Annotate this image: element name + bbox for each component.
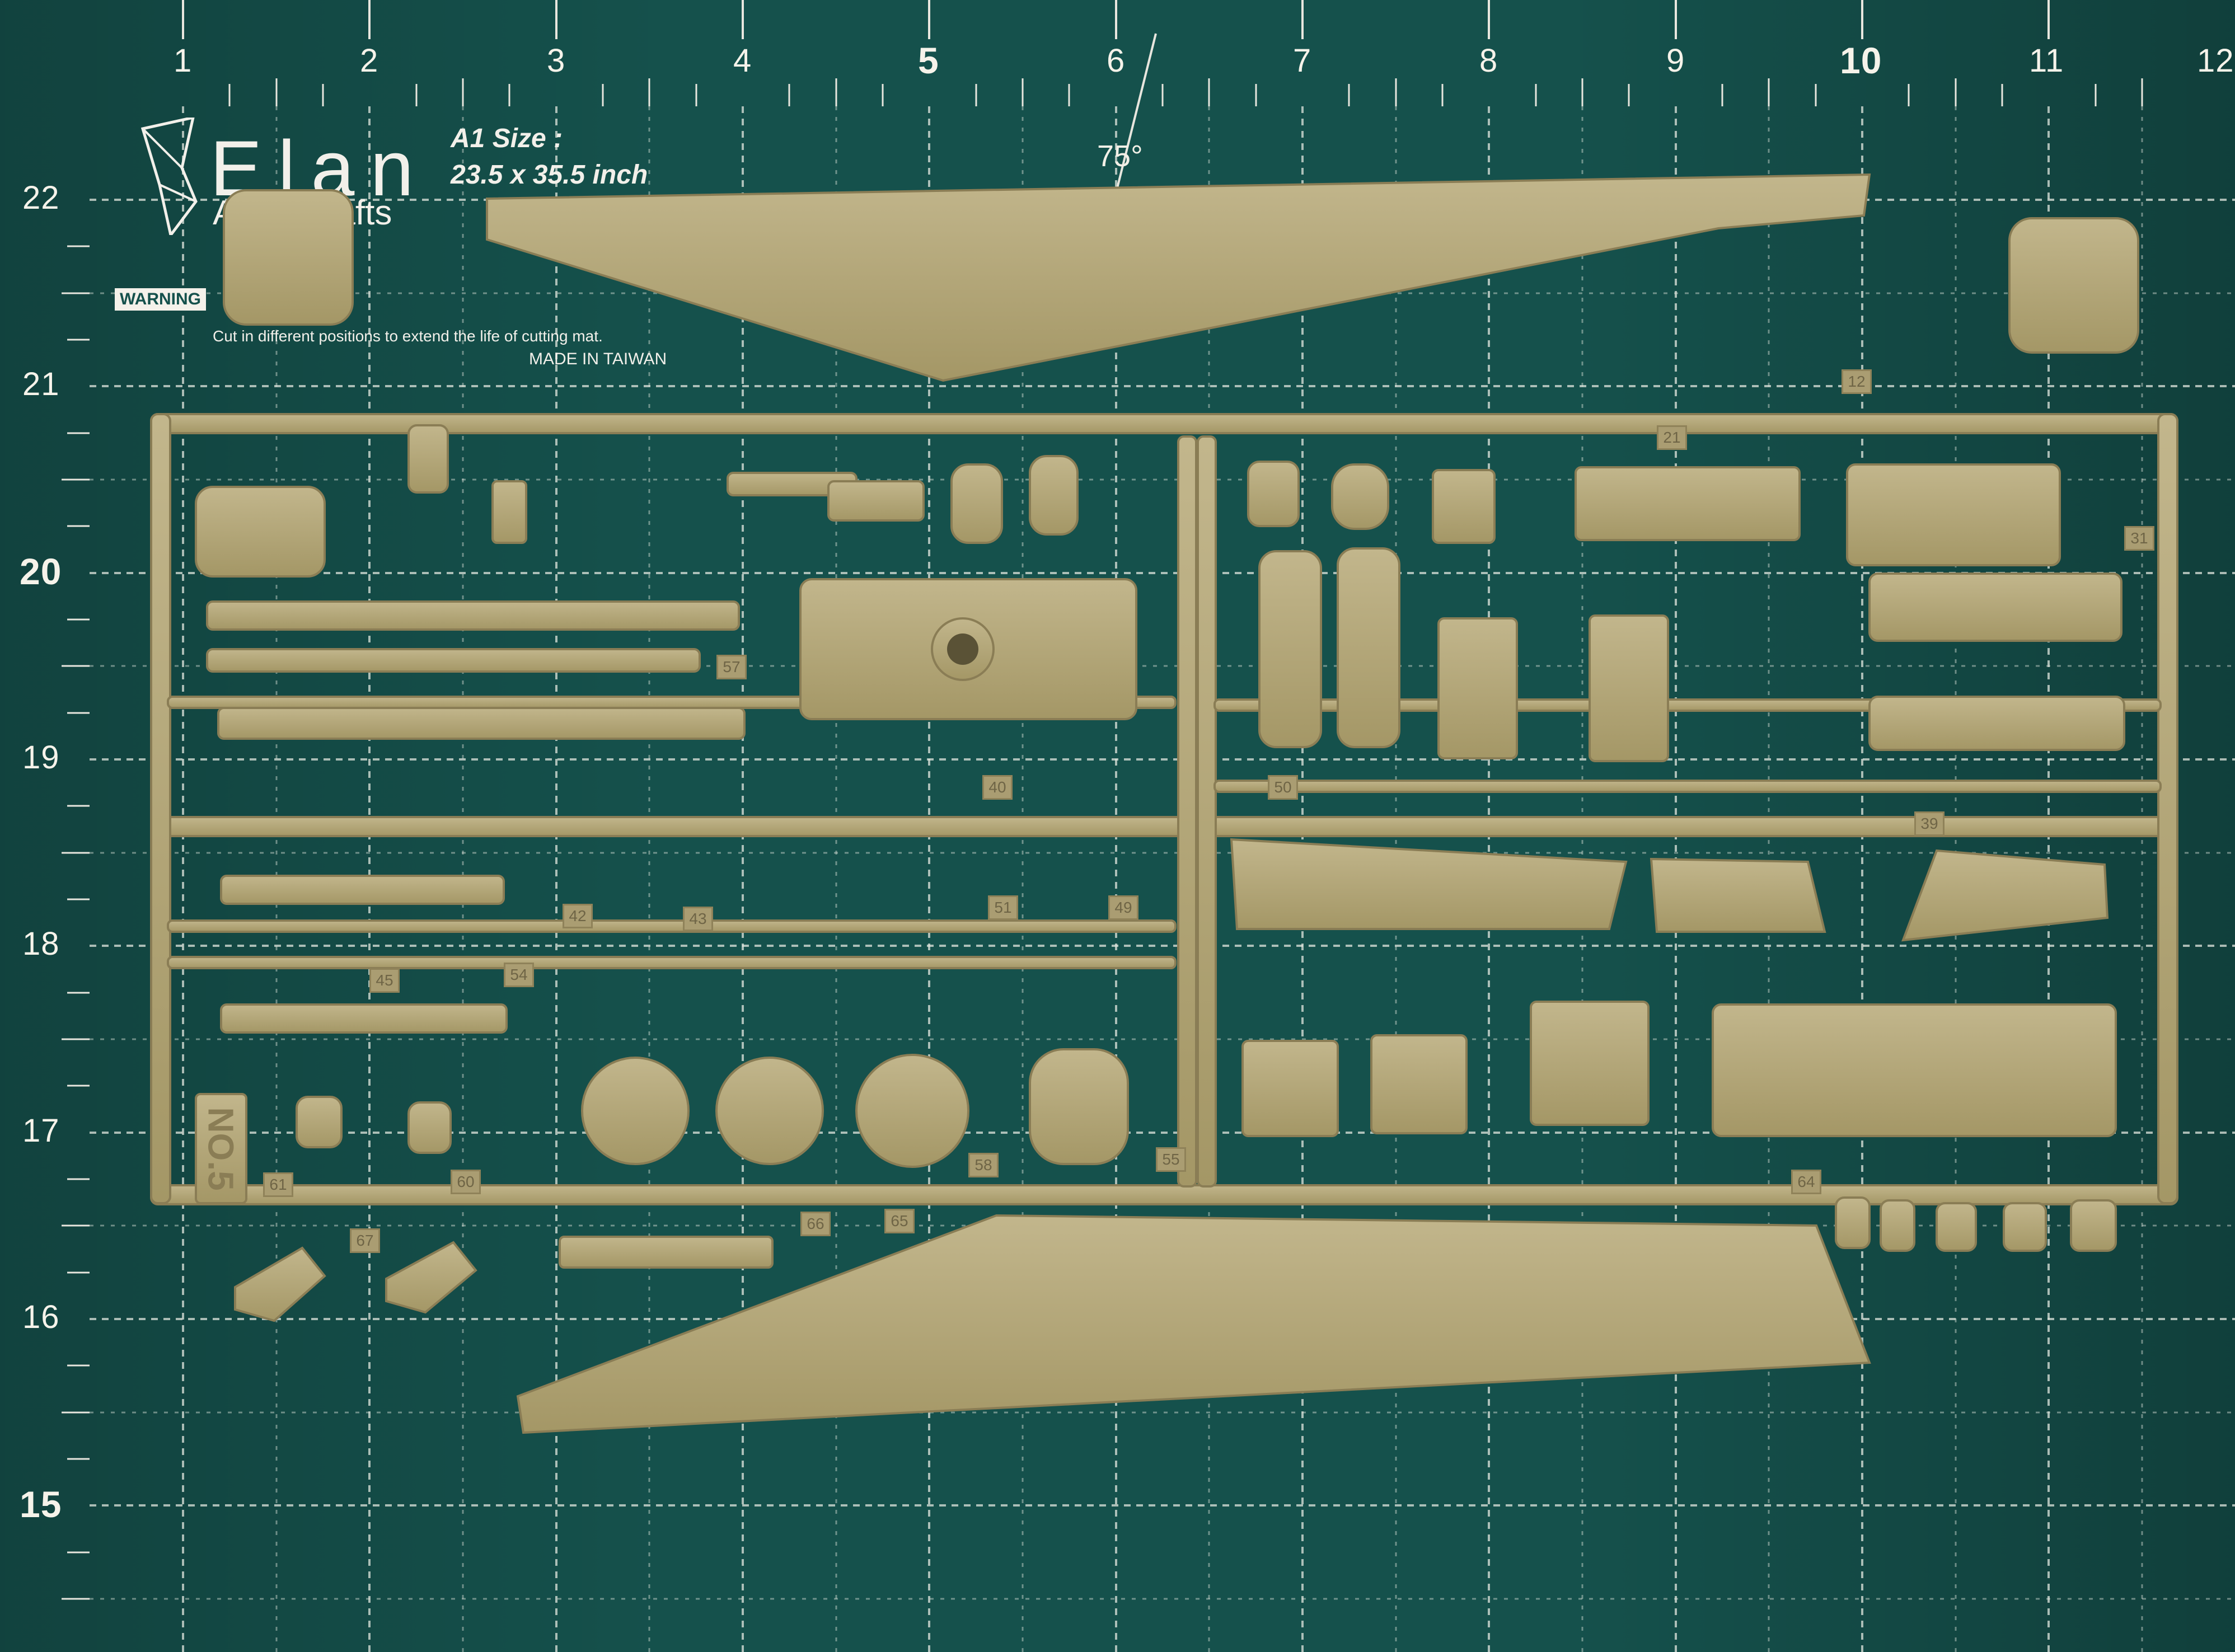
ruler-left-15: 15	[20, 1484, 62, 1525]
ruler-left-22: 22	[22, 180, 60, 216]
origami-logo-icon	[140, 118, 198, 235]
part-tag: 42	[563, 904, 593, 928]
part-tag: 43	[683, 907, 713, 931]
ruler-left-20: 20	[20, 551, 62, 592]
part-tag: 61	[263, 1172, 293, 1197]
angle-label: 75°	[1097, 139, 1143, 173]
ruler-top-9: 9	[1666, 43, 1685, 79]
top-side-plate	[486, 173, 1871, 382]
ruler-top-2: 2	[360, 43, 379, 79]
part-tag: 50	[1268, 775, 1298, 800]
ruler-left-16: 16	[22, 1299, 60, 1335]
part-tag: 60	[451, 1170, 481, 1194]
part-tag: 67	[350, 1228, 380, 1253]
part-tag: 45	[369, 968, 400, 993]
part-tag: 39	[1914, 811, 1945, 836]
ruler-top-3: 3	[547, 43, 566, 79]
ruler-top-1: 1	[174, 43, 193, 79]
part-tag: 58	[968, 1153, 999, 1177]
part-tag: 51	[988, 895, 1018, 920]
size-title: A1 Size :	[451, 124, 563, 153]
ruler-top-6: 6	[1107, 43, 1126, 79]
ruler-top-7: 7	[1293, 43, 1312, 79]
part-tag: 40	[982, 775, 1013, 800]
warning-label: WARNING	[115, 288, 206, 311]
part-tag: 31	[2124, 526, 2154, 551]
mat-instructions: Cut in different positions to extend the…	[213, 327, 603, 345]
part-tag: 54	[504, 963, 534, 987]
part-tag: 21	[1657, 425, 1687, 450]
sprue-number-text: NO.5	[201, 1106, 241, 1191]
ruler-left-17: 17	[22, 1113, 60, 1149]
ruler-left-18: 18	[22, 926, 60, 962]
ruler-top-8: 8	[1479, 43, 1498, 79]
part-tag: 64	[1791, 1170, 1821, 1194]
ruler-left-21: 21	[22, 366, 60, 402]
part-tag: 66	[800, 1212, 831, 1236]
ruler-top-11: 11	[2029, 43, 2064, 79]
part-tag: 55	[1156, 1147, 1186, 1172]
ruler-top-10: 10	[1840, 40, 1882, 81]
size-dims: 23.5 x 35.5 inch	[451, 160, 648, 190]
ruler-left-19: 19	[22, 739, 60, 776]
sprue-number-stamp: NO.5	[190, 1100, 252, 1198]
ruler-top-4: 4	[733, 43, 752, 79]
part-tag: 12	[1842, 369, 1872, 394]
bottom-side-plate	[516, 1214, 1871, 1434]
part-tag: 49	[1108, 895, 1138, 920]
ruler-top-5: 5	[918, 40, 939, 81]
part-tag: 65	[884, 1209, 915, 1233]
part-tag: 57	[716, 655, 747, 679]
made-in-label: MADE IN TAIWAN	[529, 350, 667, 368]
ruler-top-12: 12	[2197, 43, 2234, 79]
